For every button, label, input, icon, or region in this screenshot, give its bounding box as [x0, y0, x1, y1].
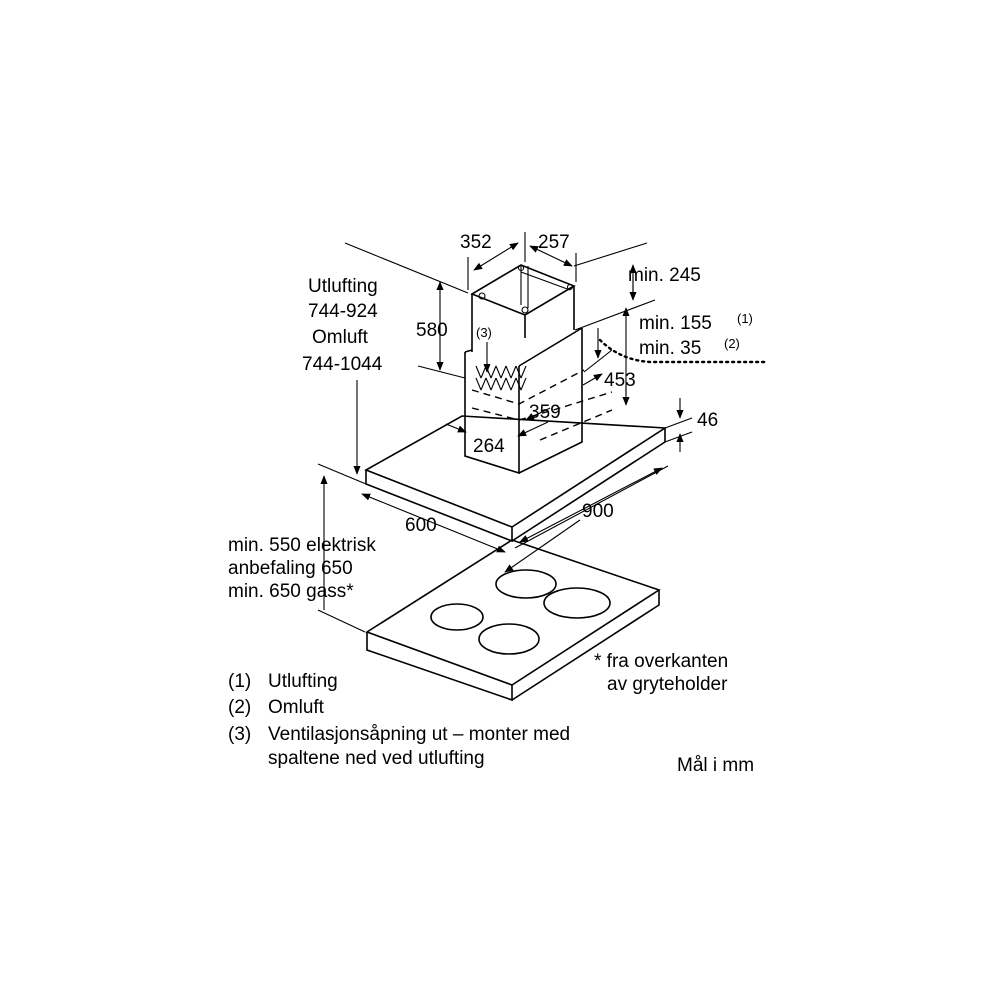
ventilation-slots: (3) [475, 325, 527, 391]
burner-back [495, 569, 557, 599]
chimney [464, 264, 613, 475]
label-min-155-ref: (1) [737, 311, 753, 326]
legend: (1) Utlufting (2) Omluft (3) Ventilasjon… [228, 671, 570, 769]
callout-3: (3) [476, 325, 492, 340]
label-900: 900 [582, 501, 614, 522]
height-line-3: Omluft [312, 327, 369, 348]
label-min-245: min. 245 [628, 265, 701, 286]
burner-right [543, 587, 611, 619]
footnote-line-2: av gryteholder [607, 674, 728, 695]
cooktop [365, 539, 661, 702]
label-46: 46 [697, 410, 718, 431]
legend-text-3-cont: spaltene ned ved utlufting [268, 748, 485, 769]
clearance-text: min. 550 elektrisk anbefaling 650 min. 6… [228, 535, 376, 602]
legend-text-1: Utlufting [268, 671, 338, 692]
label-600: 600 [405, 515, 437, 536]
legend-text-3: Ventilasjonsåpning ut – monter med [268, 724, 570, 745]
footnote: * fra overkanten av gryteholder [594, 651, 728, 695]
label-352: 352 [460, 232, 492, 253]
footnote-line-1: * fra overkanten [594, 651, 728, 672]
label-453: 453 [604, 370, 636, 391]
legend-num-3: (3) [228, 724, 251, 745]
label-264: 264 [473, 436, 505, 457]
label-580: 580 [416, 320, 448, 341]
clearance-line-3: min. 650 gass* [228, 581, 354, 602]
height-line-1: Utlufting [308, 276, 378, 297]
burner-front [478, 623, 540, 655]
units-note: Mål i mm [677, 755, 754, 776]
label-min-35-ref: (2) [724, 336, 740, 351]
label-min-155: min. 155 [639, 313, 712, 334]
legend-num-2: (2) [228, 697, 251, 718]
legend-text-2: Omluft [268, 697, 325, 718]
legend-num-1: (1) [228, 671, 251, 692]
height-line-4: 744-1044 [302, 354, 383, 375]
burner-left [430, 603, 484, 631]
dimension-lines [317, 232, 767, 633]
height-line-2: 744-924 [308, 301, 378, 322]
label-min-35: min. 35 [639, 338, 701, 359]
dimension-labels: 352 257 min. 245 580 min. 155 (1) min. 3… [405, 232, 753, 536]
clearance-line-2: anbefaling 650 [228, 558, 353, 579]
label-359: 359 [529, 402, 561, 423]
clearance-line-1: min. 550 elektrisk [228, 535, 376, 556]
height-range-text: Utlufting 744-924 Omluft 744-1044 [302, 276, 383, 375]
label-257: 257 [538, 232, 570, 253]
